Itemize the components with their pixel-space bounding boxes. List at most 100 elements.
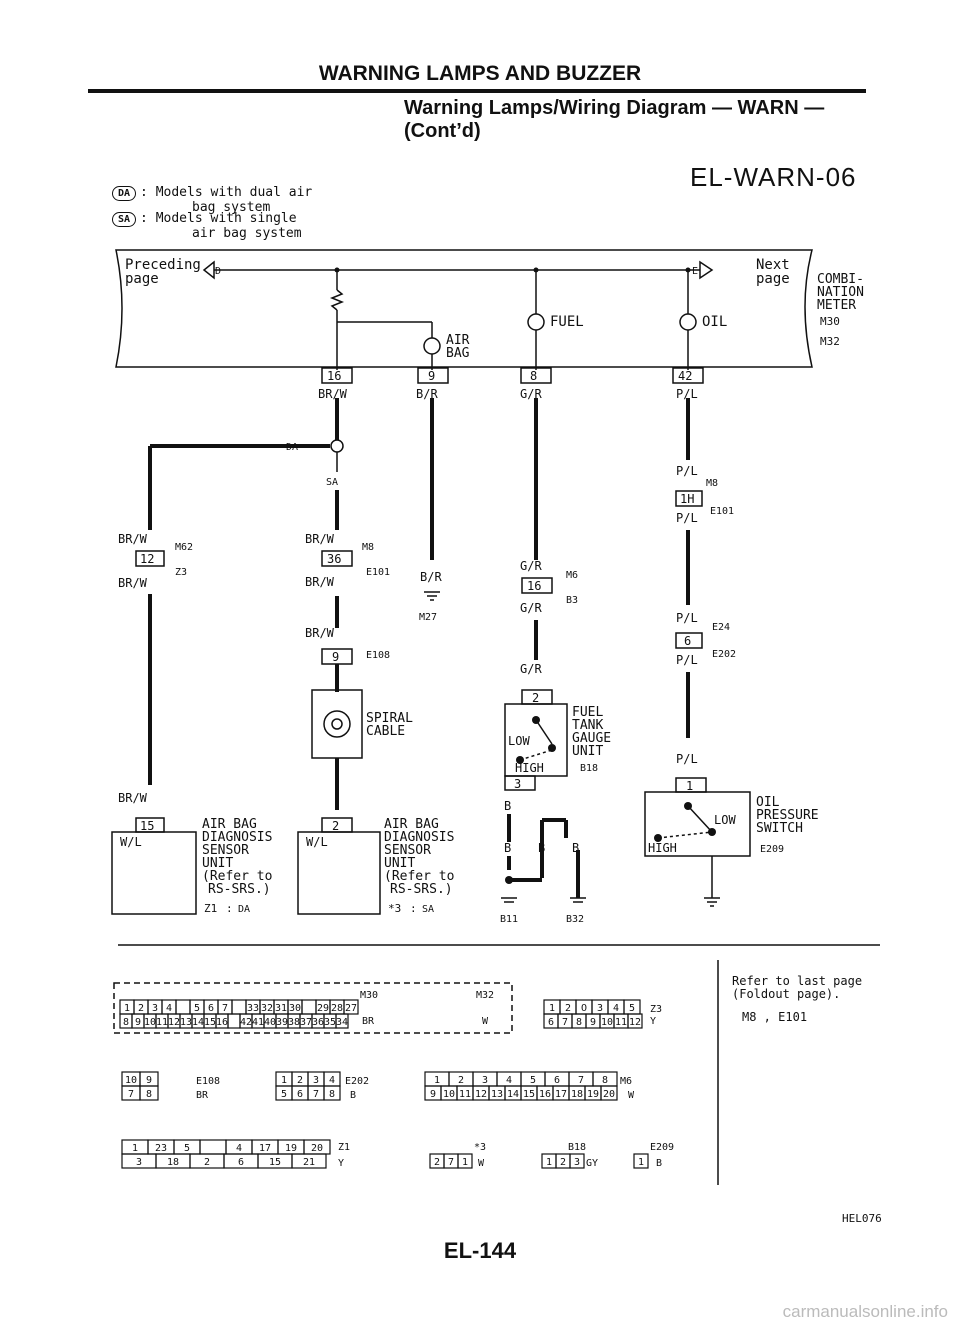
connector-z3-pin: 10 [601,1017,613,1028]
connector-code: M32 [476,990,494,1001]
page-header-title: WARNING LAMPS AND BUZZER [318,62,642,85]
wire-color: BR/W [118,791,148,805]
wire-color: W/L [120,835,142,849]
connector-m6-pin: 4 [506,1075,512,1086]
preceding-label: Preceding [125,257,201,273]
colon: : [410,902,417,915]
wire-color: B [656,1158,662,1169]
connector-code: E108 [366,650,390,661]
next-label: Next [756,257,790,273]
colon: : [226,902,233,915]
refer-line: Refer to last page [732,974,863,988]
airbag-unit-label: SENSOR [202,843,249,858]
connector-code: M62 [175,542,193,553]
connector-e108-pin: 10 [125,1075,137,1086]
connector-m30-pin: 1 [124,1003,130,1014]
connector-code: M30 [360,990,378,1001]
meter-name-line: NATION [817,285,864,300]
wire-color: B [538,841,545,855]
connector-m30-cell [335,1013,349,1029]
connector-m30-pin: 31 [275,1003,287,1014]
airbag-unit-label: (Refer to [202,869,272,884]
fuel-gauge-label: UNIT [572,744,603,759]
connector-code: E209 [650,1142,674,1153]
single-airbag-mark: SA [326,477,338,488]
connector-m6-pin: 20 [603,1089,615,1100]
connector-e202-pin: 8 [329,1089,335,1100]
connector-m6-pin: 11 [459,1089,471,1100]
meter-name-line: COMBI- [817,272,864,287]
legend-text: air bag system [192,226,302,241]
fuel-lamp-label: FUEL [550,314,584,330]
connector-m6-cell [600,1085,618,1101]
wire-color: BR/W [305,532,335,546]
connector-m30-cell [227,1013,241,1029]
connector-code: M6 [566,570,578,581]
header-rule [88,89,866,93]
wire-color: P/L [676,653,698,667]
wire-color: W/L [306,835,328,849]
connector-m6-pin: 13 [491,1089,503,1100]
refer-code: E101 [778,1010,808,1024]
connector-z1-cell [199,1139,227,1155]
connector-star3-pin: 2 [434,1157,440,1168]
connector-e108-pin: 9 [146,1075,152,1086]
meter-code: M32 [820,335,840,348]
wire-color: W [628,1090,635,1101]
wire-color: GY [586,1158,598,1169]
connector-code: M8 [362,542,374,553]
connector-m6-pin: 9 [430,1089,436,1100]
pin-label: 12 [140,552,154,566]
airbag-unit-label: RS-SRS.) [390,882,453,897]
connector-code: E101 [710,506,734,517]
gauge-high-label: HIGH [515,761,544,775]
connector-code: B32 [566,914,584,925]
wire-color: BR/W [318,387,348,401]
connector-e202-pin: 5 [281,1089,287,1100]
wire-color: B [572,841,579,855]
connector-m6-pin: 19 [587,1089,599,1100]
connector-m30-pin: 3 [152,1003,158,1014]
pin-label: 42 [678,369,692,383]
connector-m30-pin: 41 [252,1017,264,1028]
connector-m30-pin: 33 [247,1003,259,1014]
connector-z3-pin: 7 [562,1017,568,1028]
oil-high-label: HIGH [648,841,677,855]
oil-lamp-label: OIL [702,314,727,330]
connector-m30-pin: 35 [324,1017,336,1028]
section-title: Warning Lamps/Wiring Diagram — WARN — [404,97,825,119]
connector-e202-pin: 7 [313,1089,319,1100]
connector-z1-pin: 20 [311,1143,323,1154]
connector-code: M6 [620,1076,632,1087]
connector-m30-pin: 36 [312,1017,324,1028]
connector-m30-cell [231,999,247,1015]
single-airbag-mark: SA [422,904,434,915]
connector-m30-pin: 32 [261,1003,273,1014]
connector-m30-pin: 40 [264,1017,276,1028]
connector-b18-cell [569,1153,585,1169]
connector-m30-pin: 12 [168,1017,180,1028]
airbag-unit-label: DIAGNOSIS [202,830,272,845]
connector-m6-pin: 18 [571,1089,583,1100]
connector-m6-pin: 1 [434,1075,440,1086]
airbag-unit-label: AIR BAG [384,817,439,832]
connector-b18-pin: 3 [574,1157,580,1168]
connector-m30-pin: 42 [240,1017,252,1028]
pin-label: 16 [527,579,541,593]
connector-m30-pin: 34 [336,1017,348,1028]
connector-code: E101 [366,567,390,578]
connector-z3-pin: 12 [629,1017,641,1028]
connector-z1-pin: 19 [285,1143,297,1154]
connector-d-label: D [215,266,221,277]
wire-color: G/R [520,662,542,676]
connector-z1-pin: 6 [238,1157,244,1168]
connector-e209-cell [633,1153,649,1169]
wire-color: BR/W [305,575,335,589]
connector-m30-pin: 39 [276,1017,288,1028]
pin-label: 1 [686,779,693,793]
wire-color: W [478,1158,485,1169]
wire-color: W [482,1016,489,1027]
connector-z1-pin: 1 [132,1143,138,1154]
wire-color: BR [196,1090,209,1101]
connector-m30-pin: 10 [144,1017,156,1028]
